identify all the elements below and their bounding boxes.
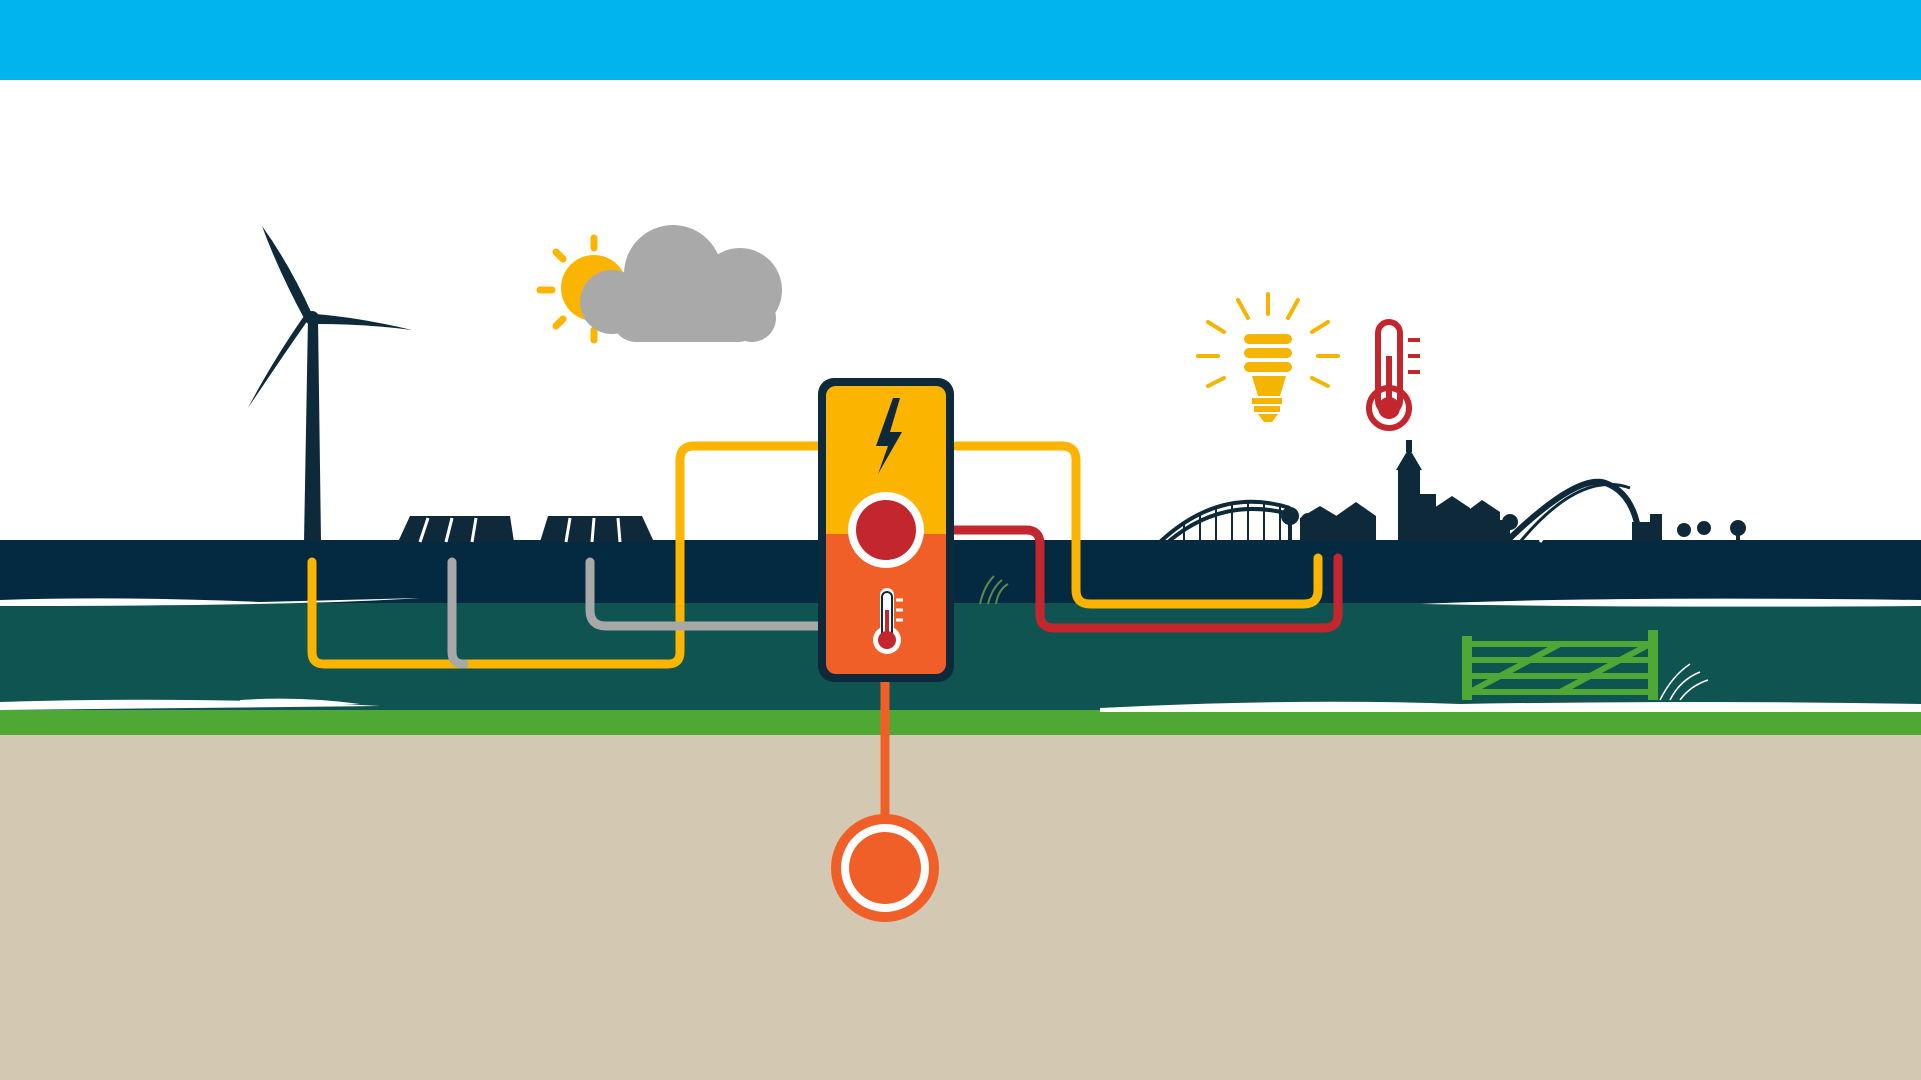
top-bar <box>0 0 1921 80</box>
city-skyline-icon <box>1281 440 1518 542</box>
thermometer-icon <box>873 588 903 654</box>
bridge-icon <box>1503 478 1746 545</box>
bridge-icon <box>1158 499 1291 544</box>
farm-gate-icon <box>1462 630 1709 701</box>
navy-ground-band <box>0 540 1921 603</box>
thermometer-icon <box>1366 319 1420 431</box>
yellow-pipe-left <box>307 441 825 669</box>
gray-pipe <box>447 557 825 669</box>
light-bulb-icon <box>1196 292 1340 422</box>
sky <box>0 0 1921 560</box>
red-pipe <box>907 525 1343 633</box>
grass-tuft <box>979 575 1009 605</box>
underground-storage-icon <box>831 814 939 922</box>
heat-node <box>848 492 924 568</box>
yellow-pipe-right <box>951 441 1323 609</box>
soil-layer <box>0 725 1921 1080</box>
solar-panel-icon <box>398 516 654 543</box>
cloud-icon <box>580 225 782 342</box>
snow-streaks <box>0 598 1921 712</box>
lightning-bolt-icon <box>876 398 902 474</box>
wind-turbine-icon <box>248 226 412 542</box>
